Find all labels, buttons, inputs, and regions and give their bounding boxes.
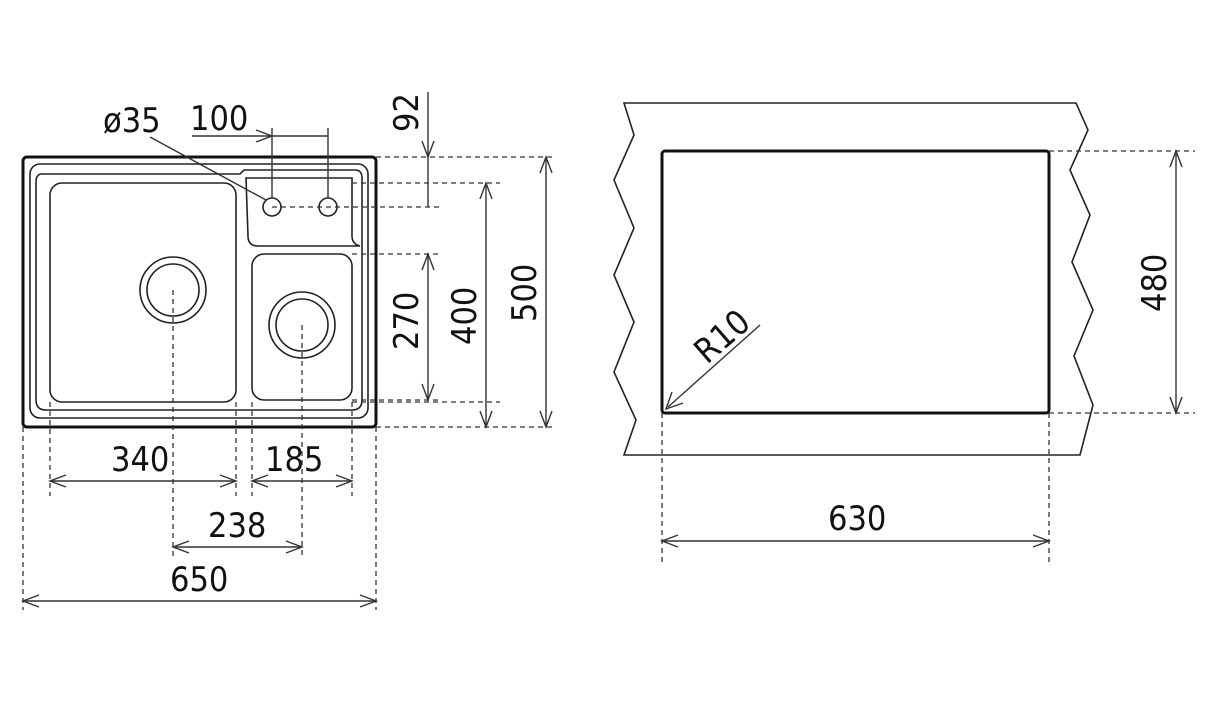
main-bowl-width-dimension: 340 <box>48 440 238 488</box>
cutout-depth-dimension: 480 <box>1135 149 1183 415</box>
corner-radius-label: R10 <box>687 302 759 372</box>
sink-deck-outline <box>35 169 363 411</box>
hole-diameter-label: ø35 <box>103 101 161 141</box>
overall-width-label: 650 <box>170 560 228 600</box>
main-bowl <box>49 182 237 403</box>
sink-outer-rim <box>21 155 378 429</box>
cutout-depth-label: 480 <box>1135 254 1175 312</box>
overall-depth-dimension: 500 <box>505 155 553 429</box>
bowl-depth-dimension: 400 <box>445 181 493 429</box>
corner-radius-dimension: R10 <box>664 302 761 411</box>
tap-offset-dimension: 92 <box>387 92 435 207</box>
sink-top-view <box>21 155 378 429</box>
overall-depth-label: 500 <box>505 264 545 322</box>
drain-spacing-label: 238 <box>208 506 266 546</box>
small-bowl-width-dimension: 185 <box>250 440 354 488</box>
tap-spacing-label: 100 <box>190 99 248 139</box>
tap-platform <box>245 177 361 247</box>
main-bowl-width-label: 340 <box>111 440 169 480</box>
main-drain-outer <box>139 256 207 324</box>
cutout-view <box>613 102 1094 456</box>
small-bowl-width-label: 185 <box>265 440 323 480</box>
sink-extension-lines <box>22 128 556 610</box>
cutout-width-label: 630 <box>828 499 886 539</box>
small-drain-inner <box>275 298 329 352</box>
cutout-rectangle <box>660 149 1051 415</box>
countertop-outline <box>613 102 1094 456</box>
small-drain-outer <box>268 291 336 359</box>
small-bowl-depth-dimension: 270 <box>387 252 435 402</box>
main-drain-inner <box>146 263 200 317</box>
hole-diameter-dimension: ø35 <box>103 101 267 201</box>
tap-offset-label: 92 <box>387 93 427 132</box>
small-bowl-depth-label: 270 <box>387 292 427 350</box>
cutout-width-dimension: 630 <box>660 499 1051 548</box>
overall-width-dimension: 650 <box>21 560 378 608</box>
cutout-extension-lines <box>661 150 1195 562</box>
tap-spacing-dimension: 100 <box>190 99 328 143</box>
bowl-depth-label: 400 <box>445 287 485 345</box>
drain-spacing-dimension: 238 <box>171 506 304 554</box>
